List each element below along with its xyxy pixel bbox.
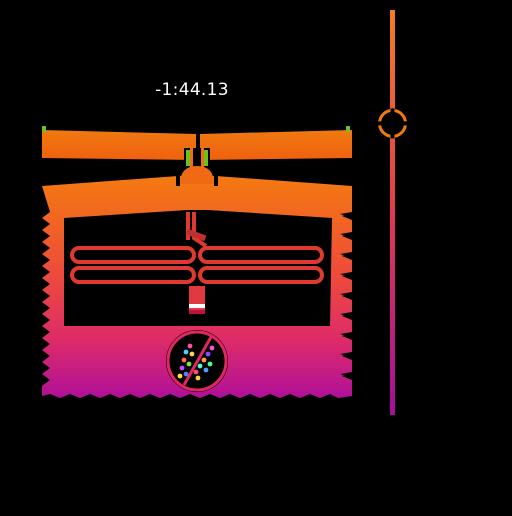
slider-track[interactable] bbox=[390, 10, 395, 415]
ring-knob-icon[interactable] bbox=[378, 108, 407, 139]
timer-readout: -1:44.13 bbox=[155, 80, 229, 100]
inner-chamber bbox=[64, 210, 332, 326]
valve bbox=[176, 148, 218, 186]
tube-channels bbox=[70, 212, 324, 284]
drain-tube bbox=[189, 286, 205, 314]
level-slider[interactable] bbox=[378, 10, 407, 415]
right-teeth bbox=[340, 212, 352, 378]
striped-marble-ball-icon[interactable] bbox=[166, 330, 228, 392]
top-cap bbox=[42, 126, 352, 160]
